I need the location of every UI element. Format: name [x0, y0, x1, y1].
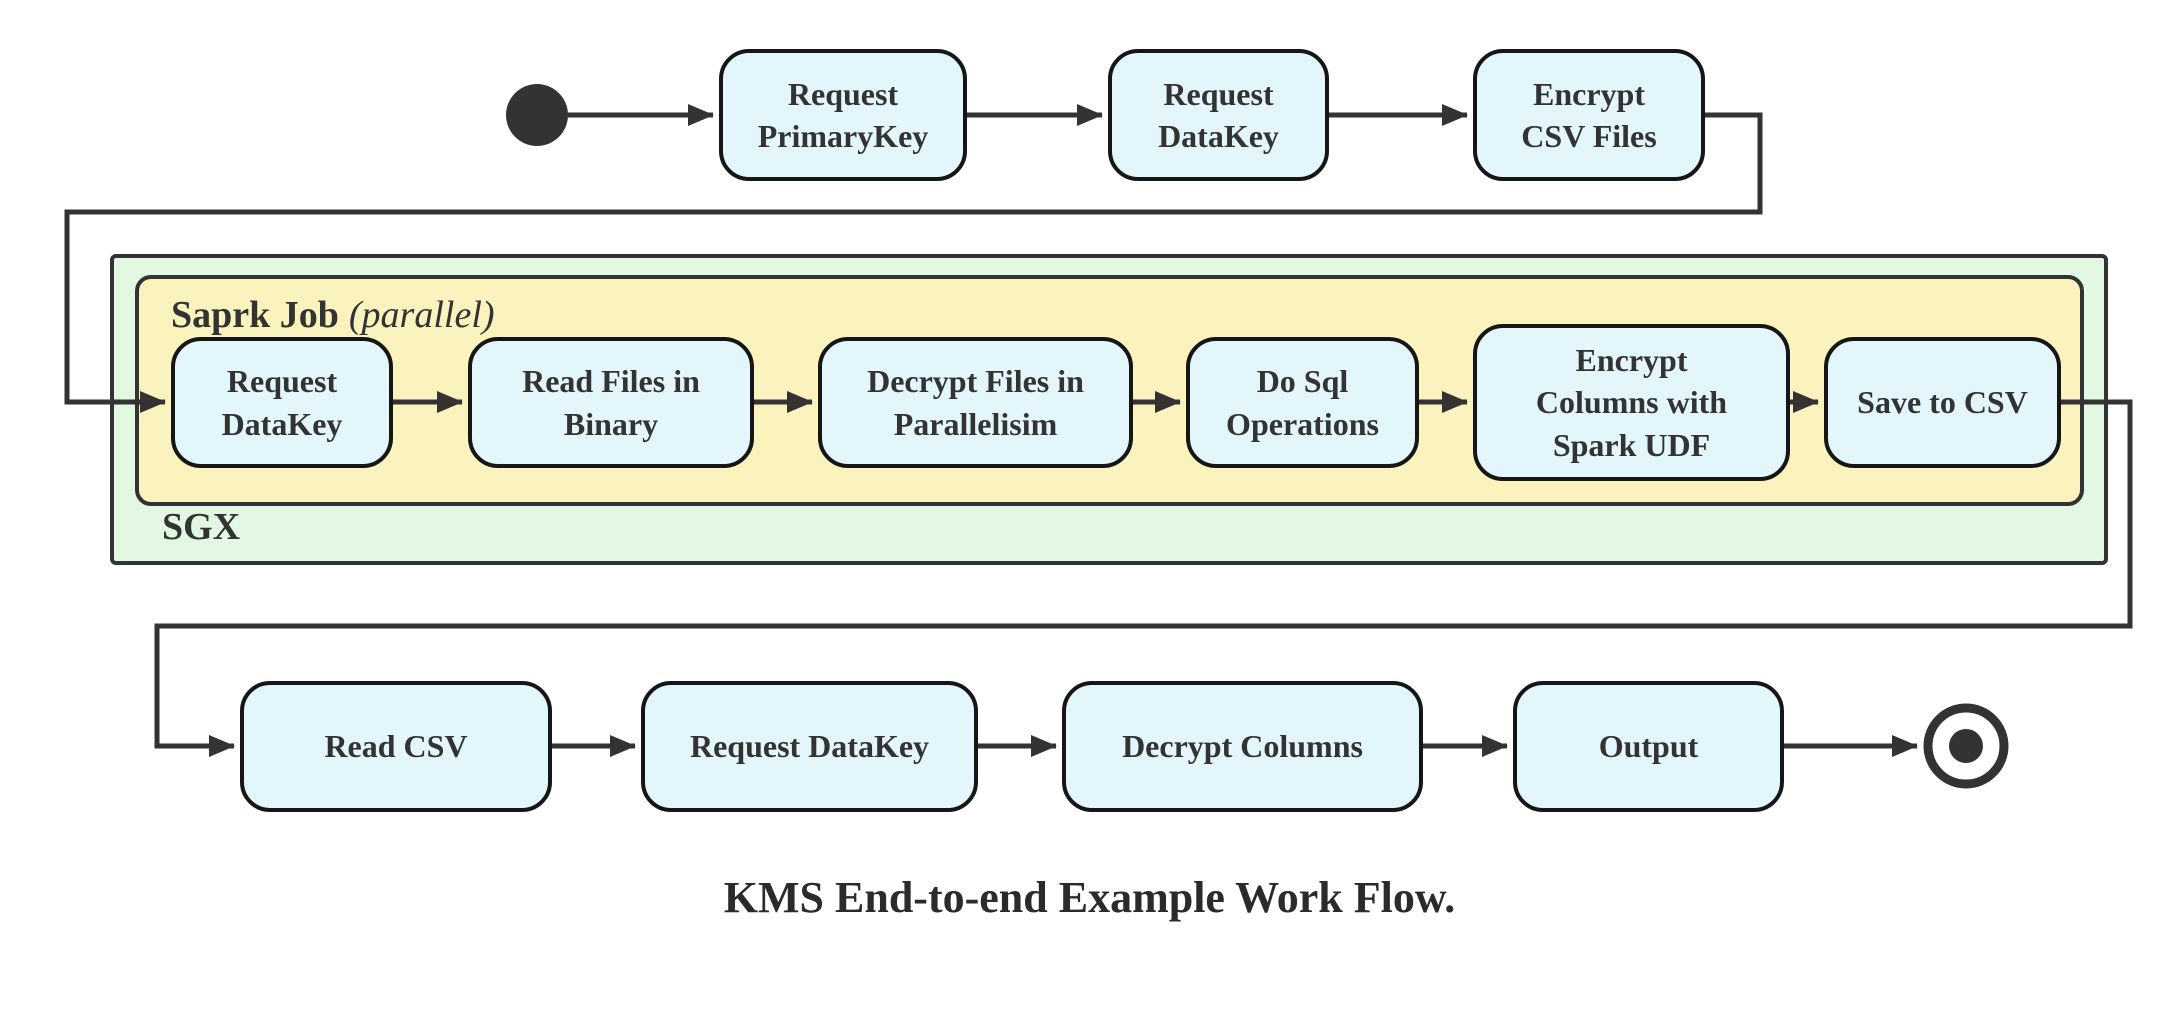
node-request-primarykey: Request PrimaryKey [719, 49, 967, 181]
node-output: Output [1513, 681, 1784, 812]
node-save-to-csv: Save to CSV [1824, 337, 2061, 468]
node-encrypt-columns-with-spark-udf: Encrypt Columns with Spark UDF [1473, 324, 1790, 481]
node-decrypt-columns: Decrypt Columns [1062, 681, 1423, 812]
node-request-datakey: Request DataKey [1108, 49, 1329, 181]
node-decrypt-files-in-parallelisim: Decrypt Files in Parallelisim [818, 337, 1133, 468]
spark-job-label: Saprk Job(parallel) [171, 293, 495, 337]
node-read-files-in-binary: Read Files in Binary [468, 337, 754, 468]
spark-job-label-bold: Saprk Job [171, 294, 339, 336]
end-state-dot-icon [1949, 729, 1983, 763]
diagram-caption: KMS End-to-end Example Work Flow. [723, 873, 1456, 922]
sgx-label: SGX [162, 506, 241, 548]
node-read-csv: Read CSV [240, 681, 552, 812]
node-do-sql-operations: Do Sql Operations [1186, 337, 1419, 468]
end-state-ring-icon [1923, 703, 2009, 789]
node-sgx-request-datakey: Request DataKey [171, 337, 393, 468]
node-encrypt-csv-files: Encrypt CSV Files [1473, 49, 1705, 181]
node-request-datakey-final: Request DataKey [641, 681, 978, 812]
spark-job-label-italic: (parallel) [348, 294, 495, 336]
start-state-icon [506, 84, 568, 146]
